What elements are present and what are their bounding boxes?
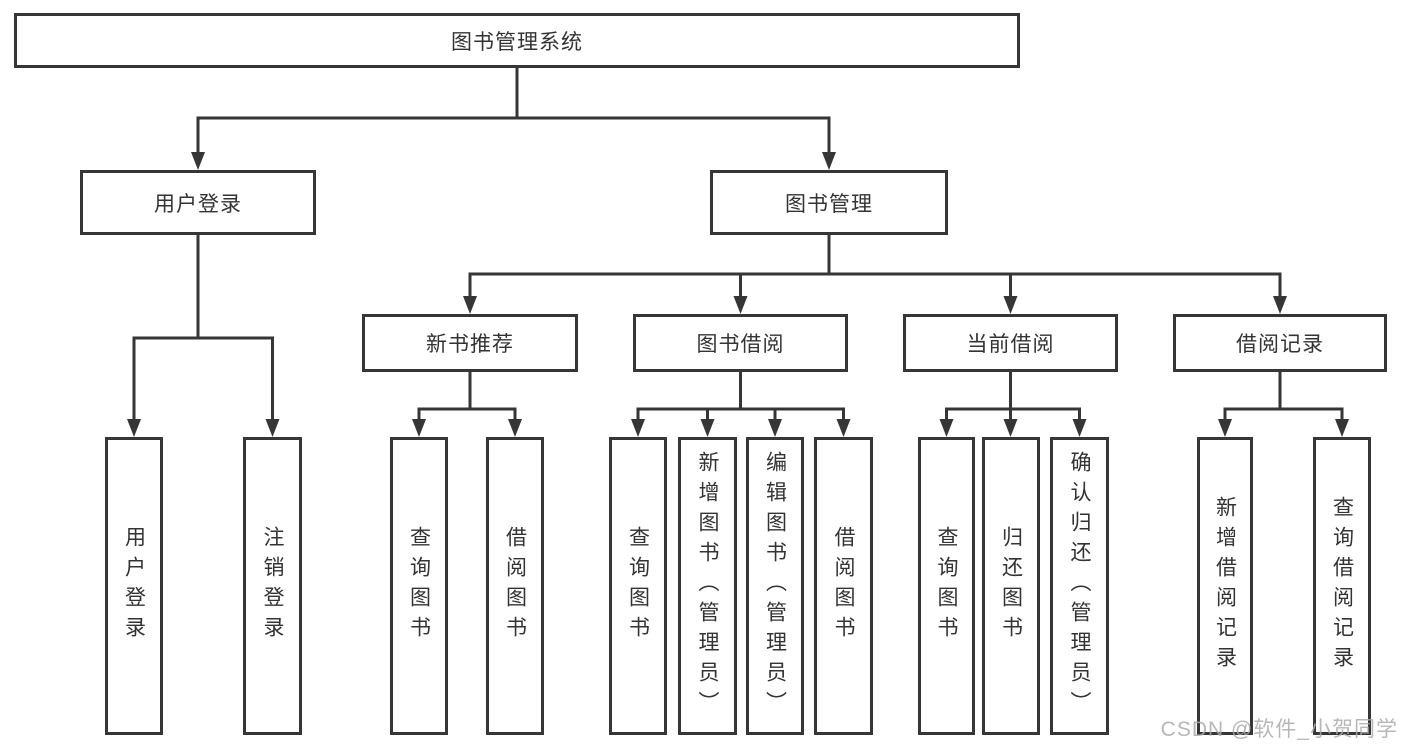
leaf-edit-book-admin-label: 编辑图书（管理员） (763, 451, 787, 721)
node-book-management-label: 图书管理 (785, 192, 873, 216)
leaf-user-login: 用户登录 (105, 437, 163, 735)
leaf-query-books-current: 查询图书 (918, 437, 975, 735)
leaf-add-borrow-record-label: 新增借阅记录 (1213, 496, 1237, 676)
node-borrow-records: 借阅记录 (1173, 314, 1387, 372)
node-current-borrow: 当前借阅 (903, 314, 1118, 372)
leaf-logout: 注销登录 (243, 437, 302, 735)
leaf-return-books-label: 归还图书 (999, 526, 1023, 646)
leaf-query-books-borrow-label: 查询图书 (626, 526, 650, 646)
leaf-confirm-return-admin: 确认归还（管理员） (1050, 437, 1109, 735)
leaf-add-borrow-record: 新增借阅记录 (1197, 437, 1253, 735)
leaf-user-login-label: 用户登录 (122, 526, 146, 646)
leaf-borrow-books-recommend-label: 借阅图书 (503, 526, 527, 646)
node-book-management: 图书管理 (710, 170, 948, 235)
leaf-borrow-books-recommend: 借阅图书 (486, 437, 544, 735)
leaf-query-borrow-record-label: 查询借阅记录 (1330, 496, 1354, 676)
leaf-edit-book-admin: 编辑图书（管理员） (746, 437, 804, 735)
leaf-return-books: 归还图书 (982, 437, 1040, 735)
node-root-label: 图书管理系统 (451, 30, 583, 54)
leaf-add-book-admin-label: 新增图书（管理员） (696, 451, 719, 721)
node-book-borrow-label: 图书借阅 (696, 333, 785, 356)
watermark: CSDN @软件_小贺同学 (1160, 718, 1398, 741)
leaf-logout-label: 注销登录 (261, 526, 284, 646)
node-user-login-label: 用户登录 (154, 192, 242, 216)
node-root: 图书管理系统 (14, 13, 1020, 68)
leaf-confirm-return-admin-label: 确认归还（管理员） (1068, 451, 1091, 721)
node-new-book-recommend: 新书推荐 (362, 314, 578, 372)
leaf-add-book-admin: 新增图书（管理员） (678, 437, 737, 735)
node-user-login: 用户登录 (80, 170, 316, 235)
leaf-borrow-books: 借阅图书 (814, 437, 873, 735)
node-current-borrow-label: 当前借阅 (966, 333, 1055, 356)
node-book-borrow: 图书借阅 (633, 314, 848, 372)
leaf-query-books-recommend: 查询图书 (390, 437, 448, 735)
leaf-query-books-current-label: 查询图书 (935, 526, 958, 646)
leaf-query-borrow-record: 查询借阅记录 (1313, 437, 1371, 735)
node-borrow-records-label: 借阅记录 (1236, 333, 1324, 356)
leaf-borrow-books-label: 借阅图书 (832, 526, 855, 646)
node-new-book-recommend-label: 新书推荐 (426, 333, 514, 356)
leaf-query-books-recommend-label: 查询图书 (407, 526, 431, 646)
leaf-query-books-borrow: 查询图书 (609, 437, 667, 735)
